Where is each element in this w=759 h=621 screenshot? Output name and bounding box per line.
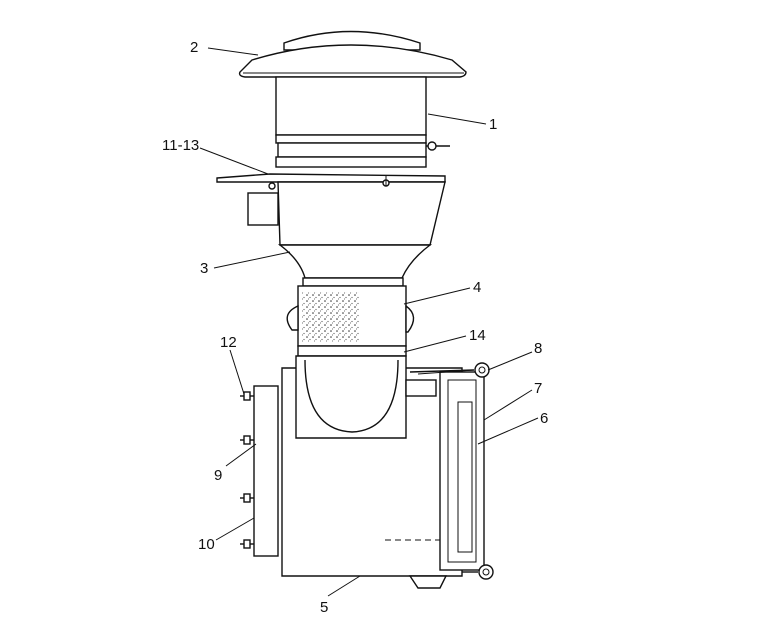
wing-nut-top — [409, 362, 490, 378]
leader-lines — [199, 47, 539, 597]
callout-14: 14 — [469, 327, 486, 344]
callout-10: 10 — [198, 536, 215, 553]
callout-5: 5 — [320, 599, 328, 616]
callout-4: 4 — [473, 279, 481, 296]
mounting-plate — [240, 385, 279, 557]
cyclone-hopper — [216, 173, 446, 279]
callout-6: 6 — [540, 410, 548, 427]
callout-9: 9 — [214, 467, 222, 484]
callout-1: 1 — [489, 116, 497, 133]
rain-cap — [238, 30, 467, 78]
callout-3: 3 — [200, 260, 208, 277]
callout-11-13: 11-13 — [162, 137, 199, 154]
callout-8: 8 — [534, 340, 542, 357]
hose-connector — [286, 277, 415, 357]
callout-12: 12 — [220, 334, 237, 351]
callout-2: 2 — [190, 39, 198, 56]
callout-7: 7 — [534, 380, 542, 397]
filter-door — [417, 369, 485, 571]
precleaner-tube — [275, 76, 450, 168]
wing-nut-bottom — [462, 564, 494, 580]
filter-housing — [281, 355, 463, 589]
